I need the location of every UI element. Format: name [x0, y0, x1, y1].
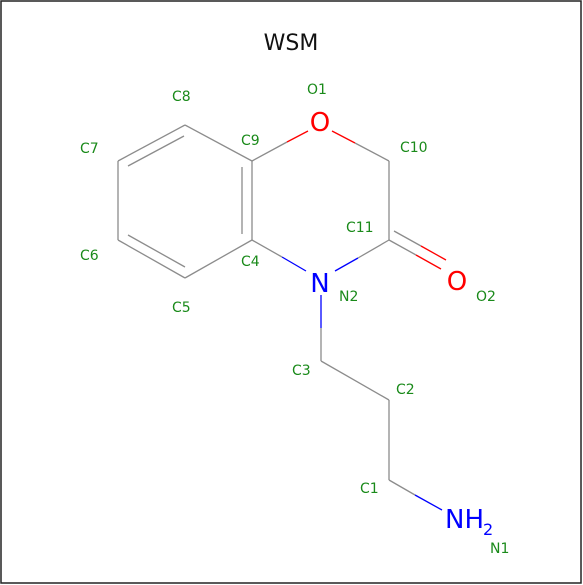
label-c6: C6	[80, 248, 99, 264]
bond-n2-c4-grey	[251, 239, 283, 258]
label-c3: C3	[292, 363, 311, 379]
bond-c8-c7-inner	[127, 135, 185, 167]
label-c9: C9	[241, 133, 260, 149]
atom-symbol-n1-subscript: 2	[483, 520, 493, 539]
atom-symbol-o2: O	[447, 267, 467, 297]
bond-c3-c2	[320, 360, 390, 401]
label-c7: C7	[80, 141, 99, 157]
bond-c11-o2-a-red	[415, 254, 442, 270]
bonds	[117, 124, 447, 511]
bond-o1-c10-grey	[354, 142, 390, 162]
label-c5: C5	[172, 300, 191, 316]
label-c1: C1	[360, 481, 379, 497]
atom-symbol-n1: NH	[445, 505, 484, 535]
bond-c8-c7	[117, 124, 186, 162]
label-o1: O1	[307, 82, 327, 98]
bond-n2-c4-blue	[281, 256, 307, 272]
bond-c1-n1-blue	[414, 494, 443, 511]
bond-c11-o2-b-grey	[393, 230, 422, 247]
molecule-title: WSM	[264, 31, 319, 56]
bond-c9-c8	[184, 124, 253, 162]
bond-c5-c4	[184, 239, 253, 279]
label-c8: C8	[172, 89, 191, 105]
bond-o1-c10-red	[331, 130, 356, 144]
label-c11: C11	[346, 220, 374, 236]
atom-symbol-o1: O	[310, 108, 330, 138]
bond-c9-o1-grey	[251, 141, 288, 162]
bond-c11-n2-blue	[334, 257, 359, 272]
label-c10: C10	[400, 140, 428, 156]
label-c4: C4	[241, 254, 260, 270]
bond-c9-o1-red	[286, 130, 309, 143]
atom-symbol-n2: N	[310, 269, 329, 299]
bond-c6-c5	[117, 239, 186, 279]
bond-c11-o2-a-grey	[388, 239, 417, 256]
atom-labels: C8 O1 C7 C9 C10 C11 C6 C4 N2 O2 C5 C3 C2…	[80, 82, 509, 557]
bond-c1-n1-grey	[388, 479, 416, 496]
bond-c11-o2-b-red	[420, 245, 447, 261]
bond-c6-c5-inner	[127, 234, 186, 268]
bond-c11-n2-grey	[357, 239, 390, 259]
label-c2: C2	[396, 382, 415, 398]
label-o2: O2	[476, 289, 496, 305]
label-n1: N1	[490, 541, 509, 557]
label-n2: N2	[339, 289, 358, 305]
